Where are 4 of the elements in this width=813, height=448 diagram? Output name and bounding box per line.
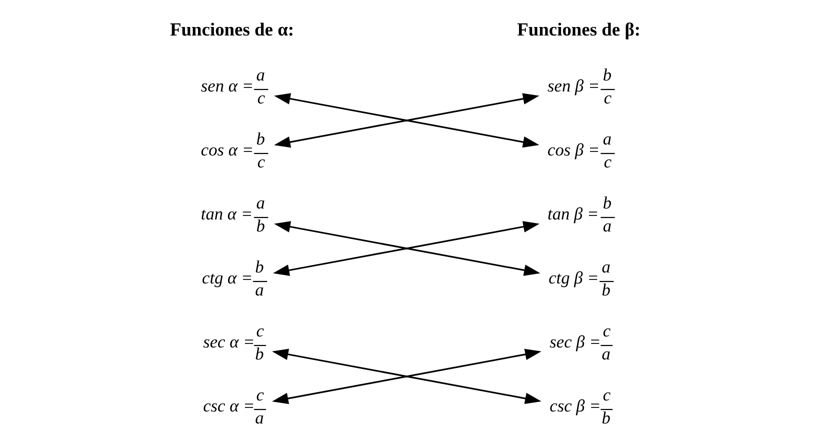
label: Funciones de α: [170, 19, 294, 40]
arrow [272, 348, 542, 404]
arrow [274, 93, 540, 148]
label: Funciones de β: [517, 19, 641, 40]
